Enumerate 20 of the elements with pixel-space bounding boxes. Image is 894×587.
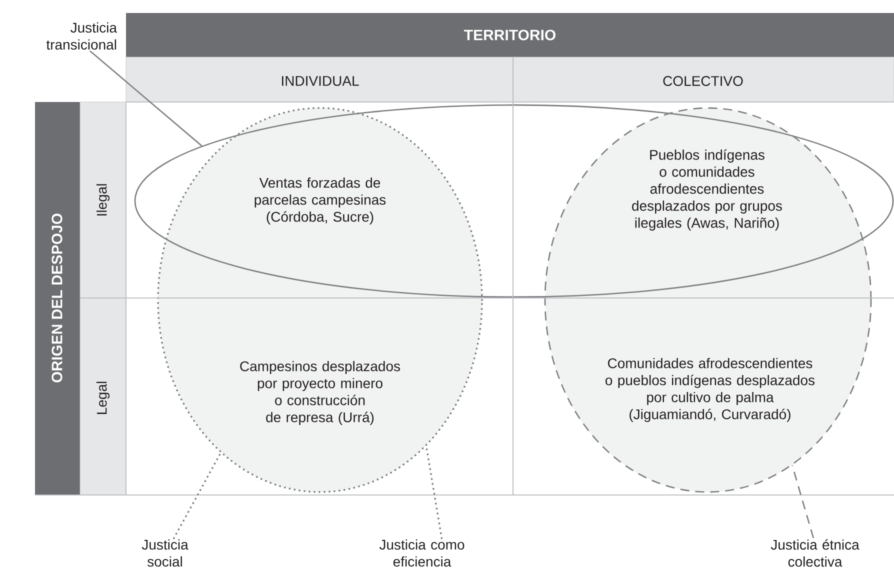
row-group-header: ORIGEN DEL DESPOJO [52,214,62,382]
callout-label: Justicia como eficiencia [379,539,464,567]
cell-text: Campesinos desplazados por proyecto minero o construcción de represa (Urrá) [240,360,400,426]
column-header: INDIVIDUAL [282,76,359,86]
row-header: Ilegal [96,184,110,216]
header-text: TERRITORIO [464,30,556,40]
leader-line [792,465,814,538]
dashed-ellipse [544,107,872,493]
leader-line [89,50,202,146]
callout-label: Justicia social [142,539,188,567]
callout-label: Justicia étnica colectiva [770,539,860,567]
callout-label: Justicia transicional [46,22,117,50]
cell-text: Comunidades afrodescendientes o pueblos indígenas desplazados por cultivo de palma (Jiguamiandó, Curvaradó) [606,358,815,422]
ellipse [134,104,894,298]
cell-text: Ventas forzadas de parcelas campesinas (Córdoba, Sucre) [254,177,386,225]
leader-line [172,452,222,540]
column-header: COLECTIVO [663,76,743,86]
row-header: Legal [96,382,110,414]
dotted-ellipse [157,107,483,493]
cell-text: Pueblos indígenas o comunidades afrodescendientes desplazados por grupos ilegales (Awas, Nariño) [632,149,782,231]
